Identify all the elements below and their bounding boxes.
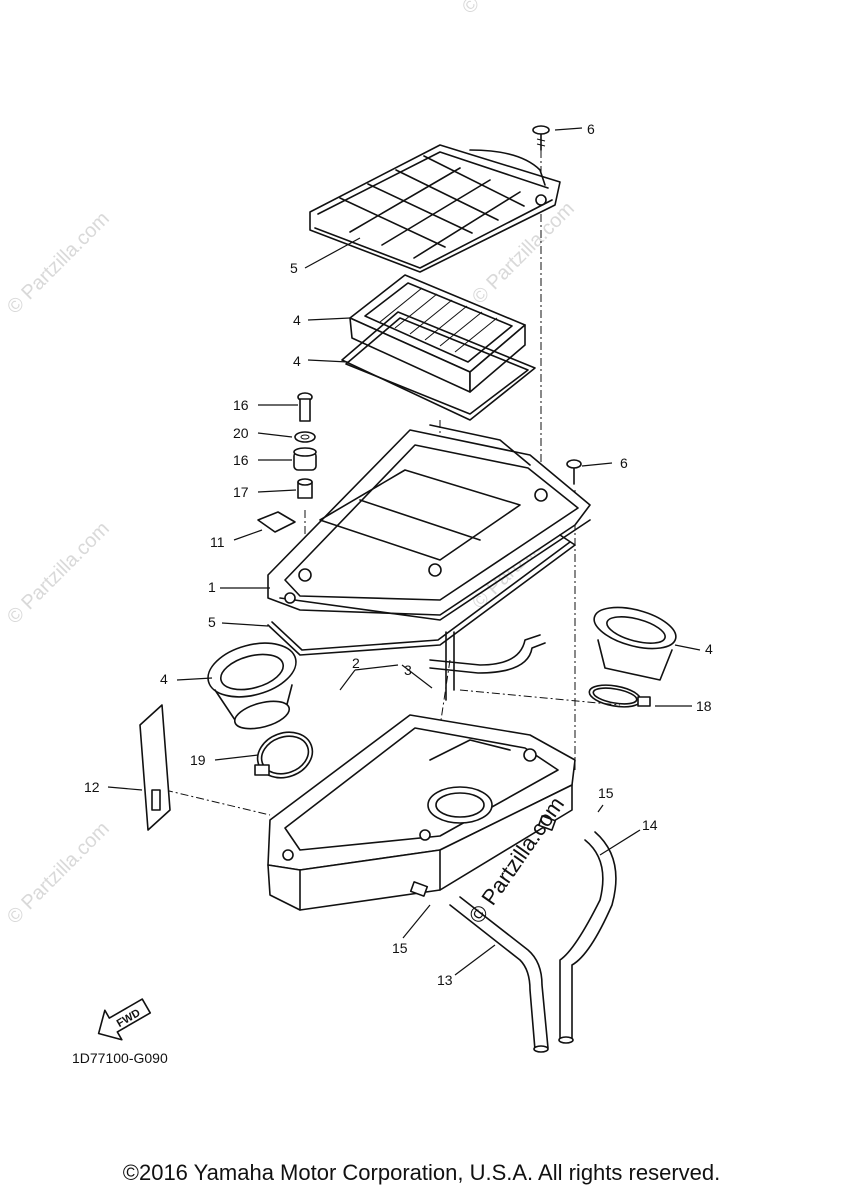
callout-3: 3: [404, 662, 412, 678]
callout-7: 4: [293, 312, 301, 328]
callout-4-left: 4: [160, 671, 168, 687]
part-3-hose: [429, 631, 546, 701]
part-20-washer: [294, 431, 316, 443]
fwd-arrow-icon: FWD: [97, 998, 152, 1041]
callout-13: 13: [437, 972, 453, 988]
part-6-screw: [566, 459, 582, 485]
part-1-upper-case: [267, 424, 591, 621]
part-18-grommet: [293, 447, 317, 471]
watermark: © Partzilla.com: [3, 818, 114, 929]
callout-15-right: 15: [598, 785, 614, 801]
part-15-drain-right: [537, 815, 557, 831]
callout-14: 14: [642, 817, 658, 833]
callout-11: 11: [210, 534, 225, 550]
part-19-collar: [297, 478, 313, 499]
callout-12: 12: [84, 779, 100, 795]
callout-16-left: 19: [190, 752, 206, 768]
part-9-case-cap: [309, 144, 561, 273]
callout-18: 16: [233, 452, 249, 468]
callout-1: 1: [208, 579, 216, 595]
part-4-joint-right: [593, 606, 677, 681]
part-16-clamp-left: [254, 731, 314, 779]
watermark: © Partzilla.com: [3, 208, 114, 319]
callout-2: 2: [352, 655, 360, 671]
callout-5: 5: [208, 614, 216, 630]
callout-17: 16: [233, 397, 249, 413]
part-14-hose: [558, 831, 617, 1044]
watermark: © Partzilla.com: [458, 0, 569, 19]
part-15-drain-left: [409, 881, 429, 897]
part-5-gasket: [267, 534, 576, 656]
leader-lines: [107, 127, 701, 976]
callout-labels: 6 5 4 4 16 20 16 17 6 11 1 5 4 2 3 4 18 …: [72, 121, 713, 1066]
fwd-label: FWD: [115, 1007, 143, 1030]
callout-15-left: 15: [392, 940, 408, 956]
part-7-filter-element: [349, 274, 526, 393]
part-13-hose: [449, 896, 549, 1053]
callout-20: 20: [233, 425, 249, 441]
part-8-seal: [341, 311, 536, 421]
part-17-bolt: [297, 392, 313, 422]
callout-6: 6: [620, 455, 628, 471]
watermark: © Partzilla.com: [3, 518, 114, 629]
callout-19: 17: [233, 484, 249, 500]
callout-16-right: 18: [696, 698, 712, 714]
copyright-notice: ©2016 Yamaha Motor Corporation, U.S.A. A…: [122, 1160, 721, 1185]
part-11-label: [257, 511, 296, 533]
part-12-label: [139, 704, 171, 831]
callout-8: 4: [293, 353, 301, 369]
diagram-code: 1D77100-G090: [72, 1050, 168, 1066]
callout-4-right: 4: [705, 641, 713, 657]
callout-10: 6: [587, 121, 595, 137]
part-2-lower-case: [267, 714, 576, 911]
part-4-joint-left: [207, 642, 297, 730]
part-16-clamp-right: [588, 684, 651, 708]
callout-9: 5: [290, 260, 298, 276]
part-10-screw: [532, 125, 550, 151]
